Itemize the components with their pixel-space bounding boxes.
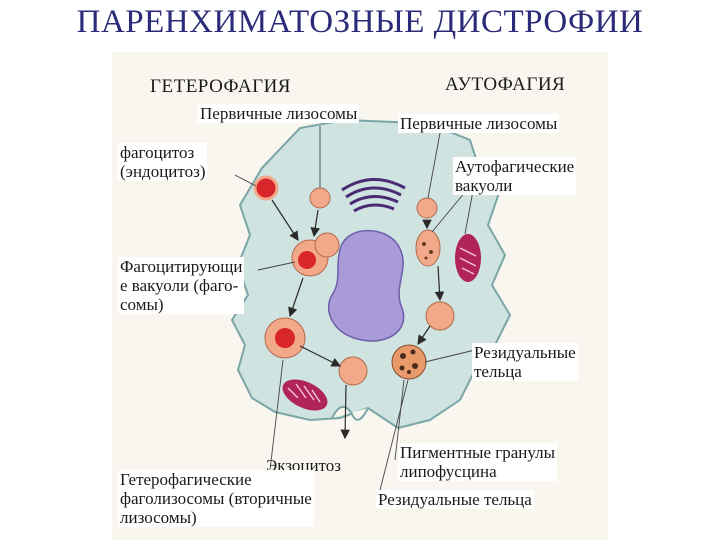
label-autophagy: АУТОФАГИЯ (445, 74, 566, 95)
page-title: ПАРЕНХИМАТОЗНЫЕ ДИСТРОФИИ (76, 4, 644, 40)
label-heterophagy: ГЕТЕРОФАГИЯ (150, 76, 291, 97)
phagosome (291, 232, 340, 277)
phagocytosed-particle (253, 175, 279, 201)
lysosome-bottom (338, 356, 368, 386)
secondary-lysosome (425, 301, 455, 331)
exocytosis-pocket (331, 406, 369, 421)
phagolysosome (264, 317, 306, 359)
label-primary-lysosomes-left: Первичные лизосомы (198, 104, 360, 123)
primary-lysosome-left (309, 187, 331, 209)
label-primary-lysosomes-right: Первичные лизосомы (398, 114, 560, 133)
nucleus (327, 229, 405, 342)
pathway-arrows (271, 199, 445, 440)
autophagic-vacuole (415, 229, 441, 267)
golgi-apparatus (341, 178, 406, 213)
mitochondria (282, 234, 481, 411)
label-heterophagic-phagolysosomes: Гетерофагические фаголизосомы (вторичные… (118, 470, 314, 527)
primary-lysosome-right (416, 197, 438, 219)
label-pigment-granules: Пигментные гранулы липофусцина (398, 443, 558, 481)
residual-body (391, 344, 427, 380)
label-phagocytizing-vacuoles: Фагоцитирующи е вакуоли (фаго- сомы) (118, 257, 245, 314)
label-residual-bodies-right: Резидуальные тельца (472, 343, 578, 381)
label-autophagic-vacuoles: Аутофагические вакуоли (453, 157, 577, 195)
label-phagocytosis: фагоцитоз (эндоцитоз) (118, 143, 208, 181)
label-residual-bodies-bottom: Резидуальные тельца (376, 490, 534, 509)
